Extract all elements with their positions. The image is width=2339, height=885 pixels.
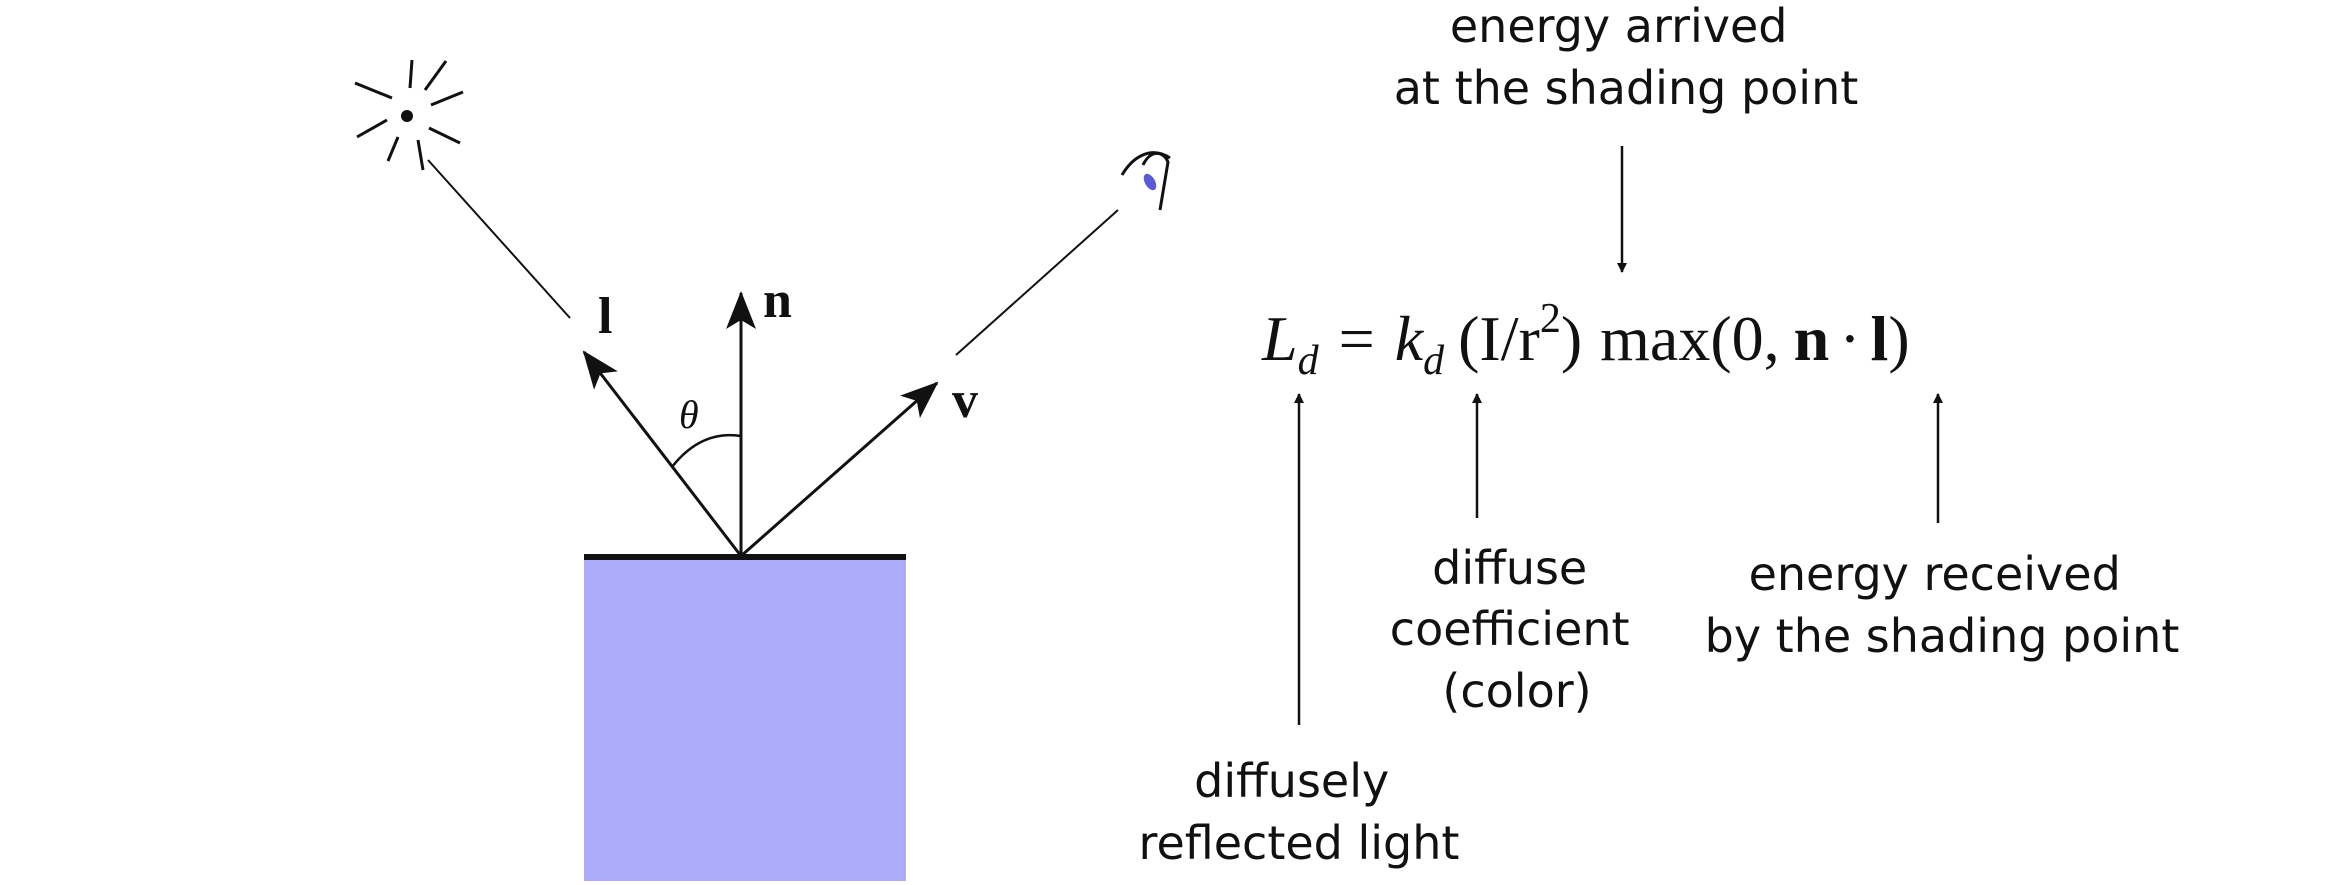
surface-block bbox=[584, 556, 906, 881]
geometry-panel: l n v θ bbox=[354, 59, 1171, 881]
view-vector-label: v bbox=[952, 372, 978, 429]
diffusely-reflected-annotation: diffusely reflected light bbox=[1139, 754, 1460, 870]
diffuse-coefficient-annotation: diffuse coefficient (color) bbox=[1390, 541, 1644, 718]
angle-arc bbox=[671, 433, 742, 468]
energy-received-annotation: energy received by the shading point bbox=[1705, 547, 2180, 663]
light-ray bbox=[427, 159, 571, 319]
equation-panel: Ld=kd(I/r2)max(0,n·l) energy arrived at … bbox=[1139, 0, 2180, 870]
energy-arrived-annotation: energy arrived at the shading point bbox=[1394, 0, 1859, 115]
light-vector-label: l bbox=[598, 288, 612, 345]
light-vector-arrow bbox=[582, 350, 743, 557]
eye-icon bbox=[1120, 151, 1171, 211]
diffuse-shading-equation: Ld=kd(I/r2)max(0,n·l) bbox=[1261, 296, 1910, 384]
normal-vector-label: n bbox=[763, 272, 792, 329]
angle-label: θ bbox=[679, 392, 699, 437]
light-source-icon bbox=[354, 59, 464, 171]
view-ray bbox=[955, 209, 1119, 356]
view-vector-arrow bbox=[740, 381, 939, 558]
